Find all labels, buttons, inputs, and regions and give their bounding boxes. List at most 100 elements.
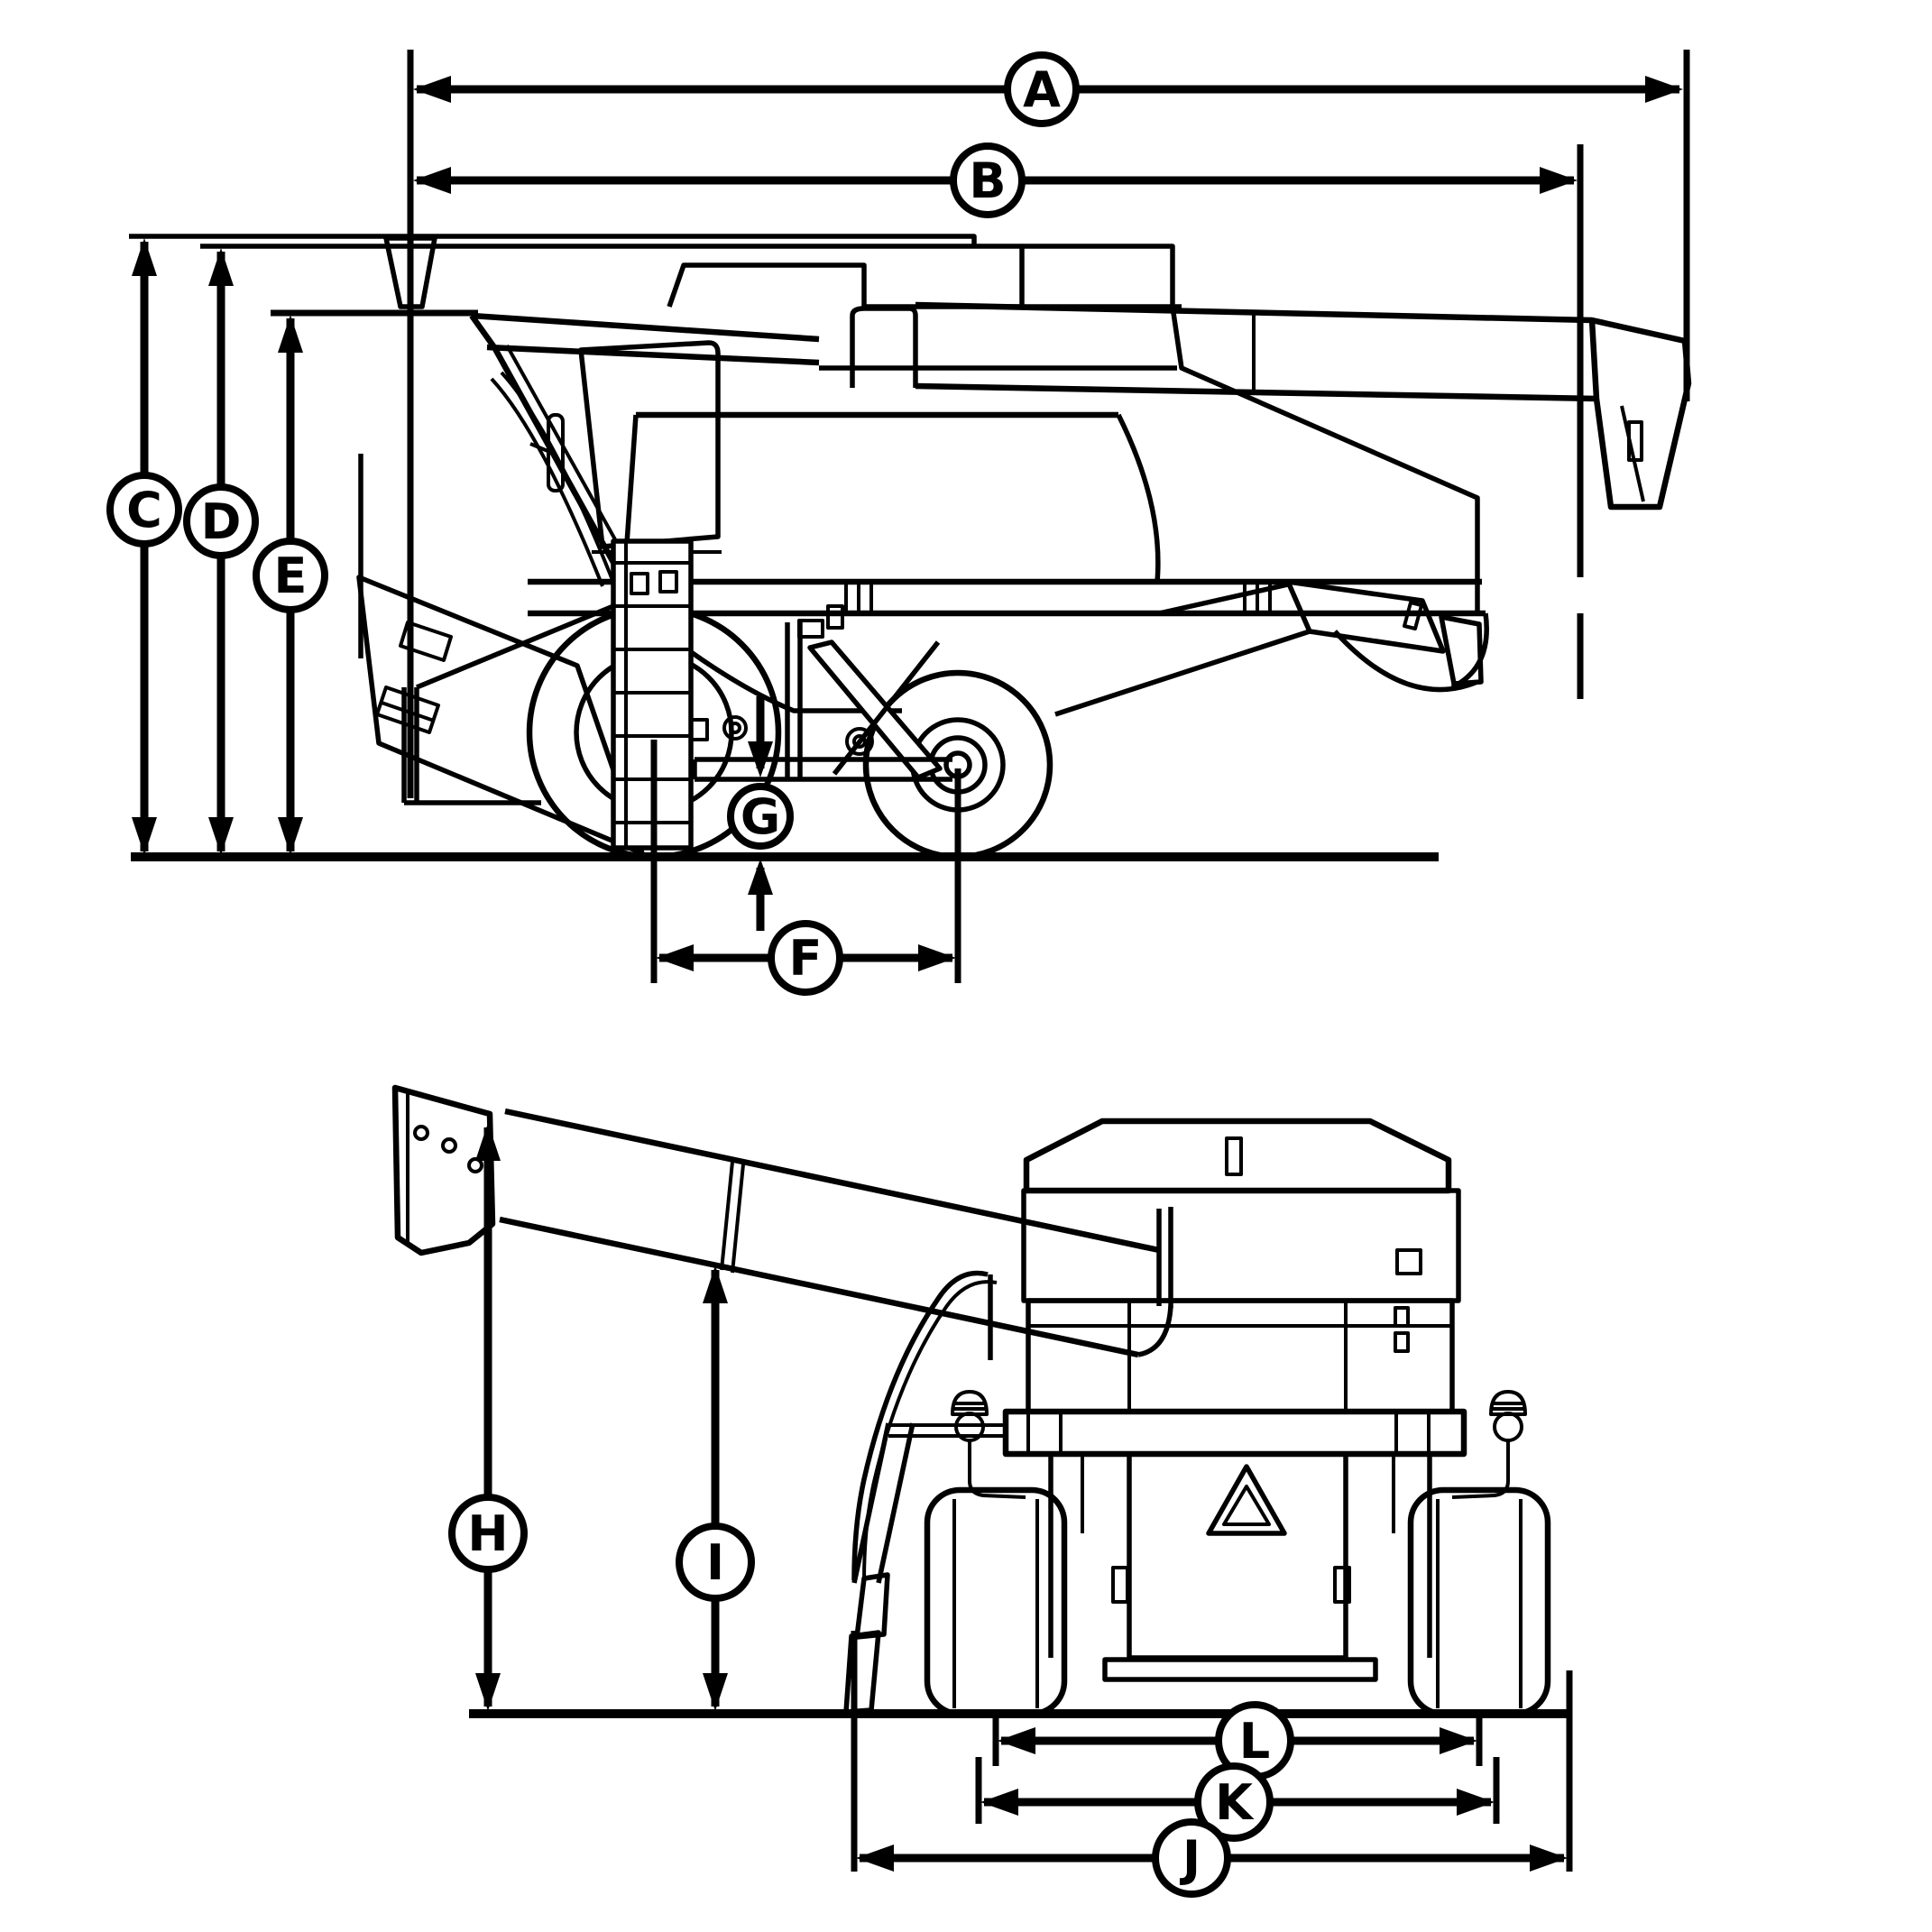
tire-right [1407, 1486, 1551, 1717]
tailboard-clip-left [1111, 1566, 1129, 1604]
dimension-i: I [676, 1265, 755, 1711]
dimension-a: A [407, 50, 1690, 798]
arrowhead-a-left [413, 76, 451, 103]
rear-body-band [1026, 1298, 1455, 1414]
ladder-strut [888, 1423, 1003, 1438]
dimension-h: H [448, 1123, 528, 1711]
dim-circle-h [448, 1494, 528, 1573]
rear-hood-slope [1170, 306, 1480, 613]
arrowhead-l-left [998, 1727, 1035, 1754]
dim-label-d: D [201, 493, 242, 550]
auger-elbow [850, 306, 918, 388]
boarding-ladder [611, 538, 694, 851]
rear-lower-sides [1048, 1454, 1432, 1658]
dim-circle-d [183, 483, 259, 559]
arrowhead-l-right [1440, 1727, 1477, 1754]
dimension-k: K [975, 1757, 1500, 1842]
dim-label-j: J [1179, 1830, 1201, 1887]
pivot-1 [722, 715, 748, 741]
arrowhead-a-right [1645, 76, 1683, 103]
ladder-rungs [613, 561, 691, 824]
smv-triangle [1206, 1464, 1287, 1536]
rear-bottom-bar [1102, 1657, 1378, 1682]
tank-side-rect-1 [1394, 1306, 1410, 1328]
spreader-tail [1439, 614, 1484, 686]
pivot-1-hole [729, 722, 741, 734]
cab-roof [469, 312, 820, 366]
rear-auger-tube [499, 1108, 1160, 1358]
straw-spreader [1285, 579, 1484, 693]
light-lamp [1493, 1412, 1523, 1442]
dim-label-g: G [741, 788, 780, 845]
ladder-lower-piece-1 [854, 1572, 890, 1640]
auger-spout-slot [1627, 420, 1643, 462]
arrowhead-h-top [475, 1123, 501, 1161]
spreader-slot [1403, 601, 1423, 630]
dim-circle-j [1152, 1818, 1231, 1898]
spreader-body [1285, 579, 1446, 654]
spout-bolt-2 [441, 1137, 457, 1154]
axle-linkage [692, 622, 952, 782]
arrowhead-g-down [748, 741, 773, 777]
dim-circle-i [676, 1523, 755, 1602]
dimension-f: F [650, 740, 961, 996]
ladder-step-box-1 [630, 572, 649, 595]
dim-label-l: L [1239, 1713, 1270, 1770]
header-feeder [356, 454, 645, 856]
tank-filler-funnel [383, 235, 437, 309]
arrowhead-k-left [980, 1789, 1018, 1816]
rear-auger-elbow-cap [1137, 1305, 1173, 1357]
pivot-2 [845, 727, 874, 756]
dimension-l: L [992, 1701, 1483, 1780]
dim-label-k: K [1215, 1774, 1255, 1831]
dimension-g: G [727, 696, 794, 931]
frame-block-right [1394, 1410, 1431, 1456]
dimension-d: D [183, 248, 259, 855]
arrowhead-c-top [132, 238, 157, 276]
arrowhead-f-left [656, 944, 694, 971]
ladder-step-box-2 [658, 570, 678, 593]
dim-circle-e [253, 538, 328, 613]
brace-diagonal-thick [807, 639, 943, 780]
arrowhead-h-bottom [475, 1673, 501, 1711]
header-front-lip [401, 687, 541, 805]
rear-view-wheel-right [1407, 1486, 1551, 1717]
dimension-j: J [851, 1631, 1573, 1898]
dim-label-a: A [1023, 61, 1061, 118]
arrowhead-c-bottom [132, 817, 157, 855]
handrail-inner [862, 1280, 998, 1581]
spreader-deflector-curve [1332, 630, 1479, 693]
auger-spout [1588, 317, 1692, 511]
arrowhead-j-left [856, 1845, 894, 1872]
mirror [547, 413, 565, 492]
rear-auger-collar [1156, 1207, 1173, 1308]
arrowhead-e-top [278, 315, 303, 353]
grain-tank-rear-curve [1116, 413, 1161, 583]
arrowhead-d-top [208, 248, 234, 286]
spout-bolt-3 [467, 1157, 483, 1173]
axle-skid [692, 757, 952, 782]
dim-circle-b [950, 143, 1026, 218]
auger-spout-inner-line [1620, 405, 1645, 502]
body-rect-1 [797, 619, 824, 639]
rear-handrail-ladder [843, 1270, 1003, 1715]
ladder-lower-piece-2 [843, 1630, 881, 1715]
body-rect-2 [826, 604, 844, 630]
rear-view-wheel-left [924, 1486, 1068, 1717]
dimension-b: B [413, 143, 1584, 699]
pivot-2-hole [852, 734, 867, 749]
dimension-c: C [106, 238, 182, 855]
chassis-hatch-ticks [844, 584, 1272, 611]
arrowhead-g-up [748, 859, 773, 895]
tire-left [924, 1486, 1068, 1717]
dimension-e: E [253, 309, 478, 855]
arrowhead-k-right [1457, 1789, 1495, 1816]
arrowhead-f-right [918, 944, 956, 971]
rear-view-machine [391, 1084, 1569, 1718]
tank-side-rect-2 [1394, 1331, 1410, 1353]
dim-label-b: B [969, 152, 1006, 209]
rear-tank-band [1021, 1188, 1461, 1303]
tailboard-clip-right [1333, 1566, 1351, 1604]
